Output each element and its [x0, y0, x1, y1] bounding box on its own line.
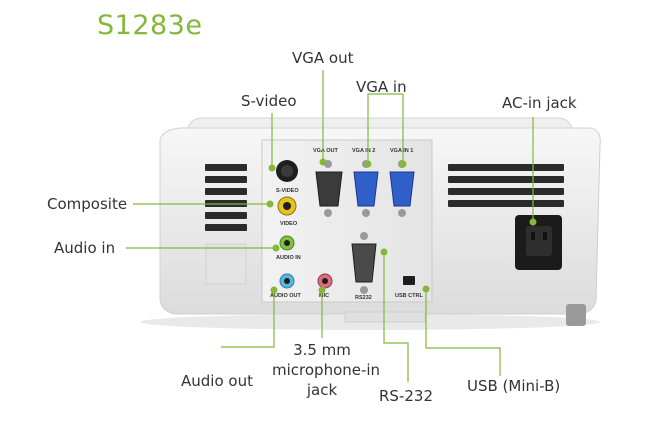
label-ac-in-jack: AC-in jack [502, 94, 577, 112]
audio-in-port [279, 235, 295, 251]
panel-label-vga-out: VGA OUT [313, 148, 338, 154]
label-vga-in: VGA in [356, 78, 407, 96]
label-mic-line-1: 3.5 mm [293, 341, 351, 359]
panel-label-mic: MIC [319, 293, 329, 299]
projector-top-lip [187, 117, 573, 129]
panel-label-vga-in-2: VGA IN 2 [352, 148, 375, 154]
label-microphone-in: 3.5 mm microphone-in jack [272, 340, 381, 400]
audio-out-port [279, 273, 295, 289]
rs232-port [351, 232, 377, 294]
left-vent-grille [205, 164, 247, 231]
vga-out-port [315, 160, 343, 217]
panel-label-audio-out: AUDIO OUT [270, 293, 302, 299]
panel-label-s-video: S-VIDEO [276, 188, 299, 194]
label-s-video: S-video [241, 92, 297, 110]
panel-label-rs232: RS232 [355, 295, 372, 301]
panel-label-audio-in: AUDIO IN [276, 255, 301, 261]
model-title: S1283e [97, 10, 203, 41]
s-video-port [276, 160, 298, 182]
panel-label-usb-ctrl: USB CTRL [395, 293, 423, 299]
label-mic-line-3: jack [306, 381, 338, 399]
center-foot [344, 311, 426, 323]
label-audio-in: Audio in [54, 239, 116, 257]
label-vga-out: VGA out [292, 49, 354, 67]
label-rs-232: RS-232 [379, 387, 433, 405]
label-mic-line-2: microphone-in [272, 361, 381, 379]
label-composite: Composite [47, 195, 128, 213]
composite-port [277, 196, 297, 216]
mic-port [317, 273, 333, 289]
callout-lines [126, 70, 534, 382]
left-foot-block [205, 243, 247, 285]
label-usb-mini-b: USB (Mini-B) [467, 377, 561, 395]
callout-dots [266, 158, 537, 294]
right-vent-grille [448, 164, 564, 207]
right-foot [566, 304, 586, 326]
ac-in-socket [515, 215, 562, 270]
panel-label-vga-in-1: VGA IN 1 [390, 148, 413, 154]
usb-mini-b-port [403, 276, 415, 285]
label-audio-out: Audio out [181, 372, 253, 390]
panel-label-video: VIDEO [280, 221, 298, 227]
